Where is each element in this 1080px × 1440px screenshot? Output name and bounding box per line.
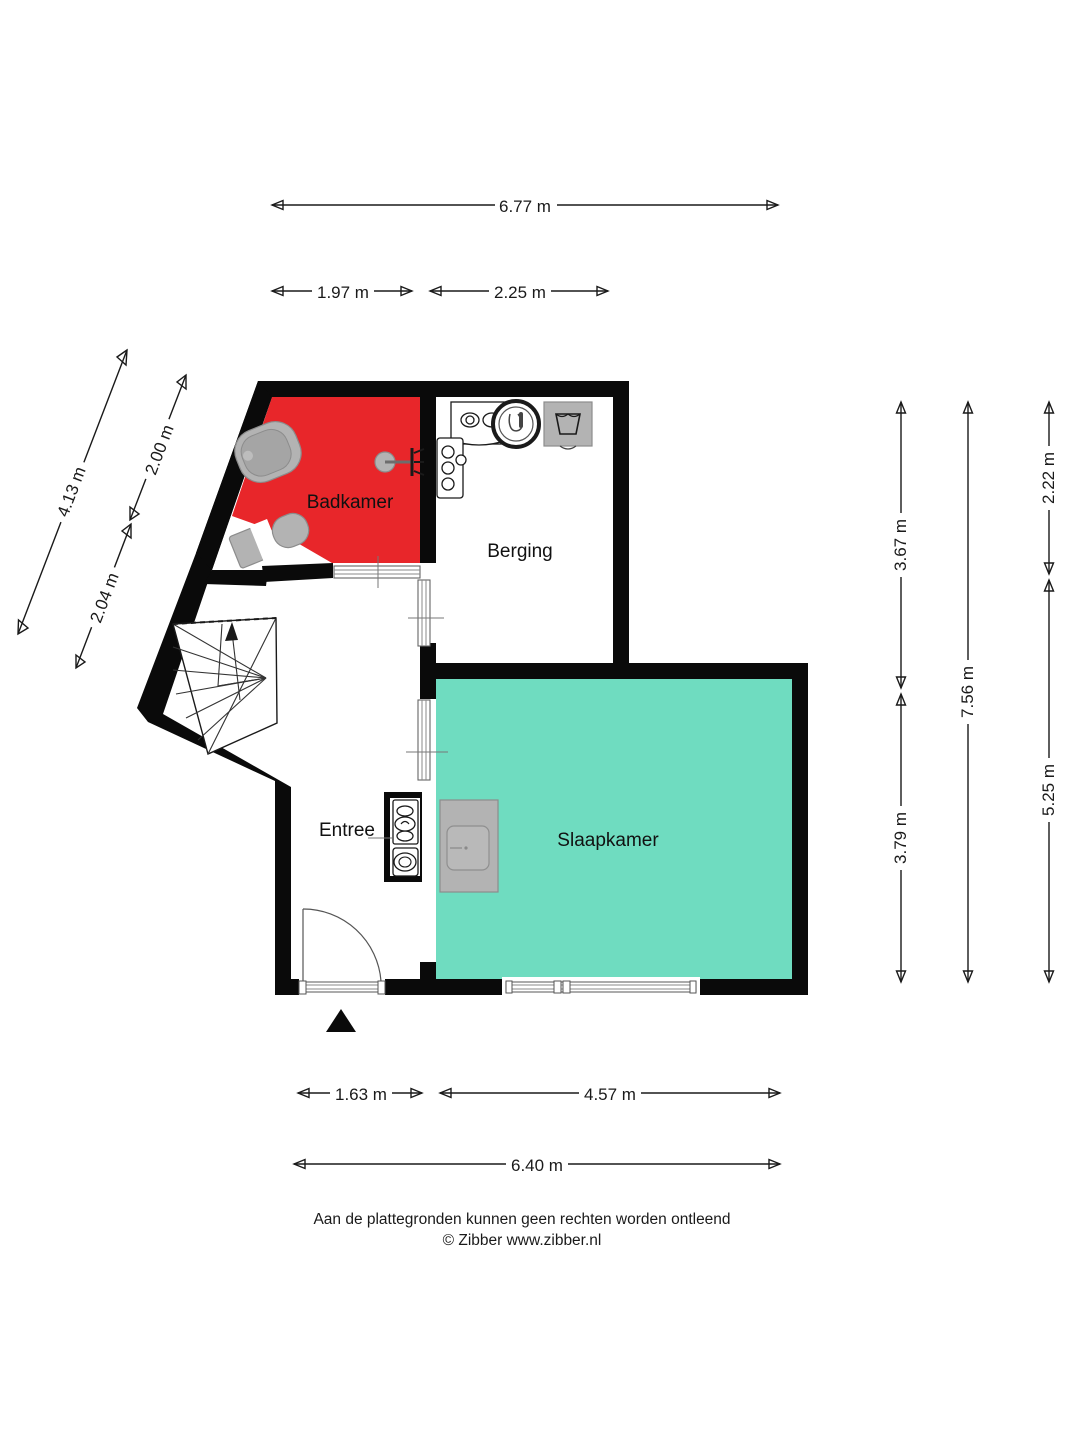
dimension-bottom-segment-left: 1.63 m	[296, 1082, 424, 1104]
dimension-bottom-overall-label: 6.40 m	[511, 1156, 563, 1175]
dimension-bottom-segment-left-label: 1.63 m	[335, 1085, 387, 1104]
corridor-sliding-door-upper[interactable]	[408, 579, 444, 647]
front-door[interactable]	[298, 908, 386, 997]
wardrobe-icon	[439, 799, 499, 893]
wc-alcove	[368, 792, 422, 882]
dimension-bottom-segment-right-label: 4.57 m	[584, 1085, 636, 1104]
dimension-right-col1-lower-label: 3.79 m	[891, 812, 910, 864]
dimension-top-segment-right: 2.25 m	[428, 280, 610, 302]
dimension-right-col3-upper-label: 2.22 m	[1039, 452, 1058, 504]
dimension-left-inner-upper-label: 2.00 m	[141, 422, 177, 477]
footer-copyright: © Zibber www.zibber.nl	[443, 1232, 602, 1249]
dimension-top-overall-label: 6.77 m	[499, 197, 551, 216]
dimension-left-inner-upper: 2.00 m	[129, 373, 187, 522]
dimension-right-col2: 7.56 m	[956, 400, 979, 984]
wc-toilet-icon	[392, 847, 419, 877]
washing-machine-icon	[543, 401, 593, 450]
badkamer-fixtures	[228, 421, 425, 588]
cooktop-icon	[436, 437, 467, 499]
entrance-arrow-icon	[326, 1009, 356, 1032]
dimension-right-col3-lower: 5.25 m	[1037, 578, 1060, 984]
footer-disclaimer: Aan de plattegronden kunnen geen rechten…	[313, 1211, 730, 1228]
bathtub-icon	[234, 421, 302, 483]
dimension-top-segment-left-label: 1.97 m	[317, 283, 369, 302]
room-label-entree: Entree	[319, 820, 375, 841]
dimension-right-col3-lower-label: 5.25 m	[1039, 764, 1058, 816]
dimension-bottom-overall: 6.40 m	[292, 1153, 782, 1175]
dimension-top-overall: 6.77 m	[270, 194, 780, 216]
toilet-icon	[228, 512, 310, 569]
dimension-top-segment-left: 1.97 m	[270, 280, 414, 302]
room-label-slaapkamer: Slaapkamer	[557, 830, 659, 851]
slaapkamer-window	[502, 977, 700, 997]
dimension-right-col1-upper-label: 3.67 m	[891, 519, 910, 571]
staircase-icon	[172, 617, 278, 755]
dimension-right-col1-upper: 3.67 m	[889, 400, 912, 690]
shower-icon	[374, 448, 425, 476]
dimension-left-inner-lower-label: 2.04 m	[86, 570, 122, 625]
dimension-right-col3-upper: 2.22 m	[1037, 400, 1060, 576]
dimension-bottom-segment-right: 4.57 m	[438, 1082, 782, 1104]
dimension-left-inner-lower: 2.04 m	[75, 522, 132, 670]
berging-fixtures	[436, 399, 593, 499]
room-label-berging: Berging	[487, 541, 553, 562]
dimension-left-outer-label: 4.13 m	[53, 464, 89, 519]
wc-sink-icon	[392, 799, 419, 845]
corridor-sliding-door-lower[interactable]	[406, 699, 448, 781]
room-label-badkamer: Badkamer	[307, 492, 394, 513]
dimension-right-col1-lower: 3.79 m	[889, 692, 912, 984]
dimension-top-segment-right-label: 2.25 m	[494, 283, 546, 302]
boiler-icon	[491, 399, 541, 449]
badkamer-sliding-door[interactable]	[333, 556, 421, 588]
dimension-right-col2-label: 7.56 m	[958, 666, 977, 718]
